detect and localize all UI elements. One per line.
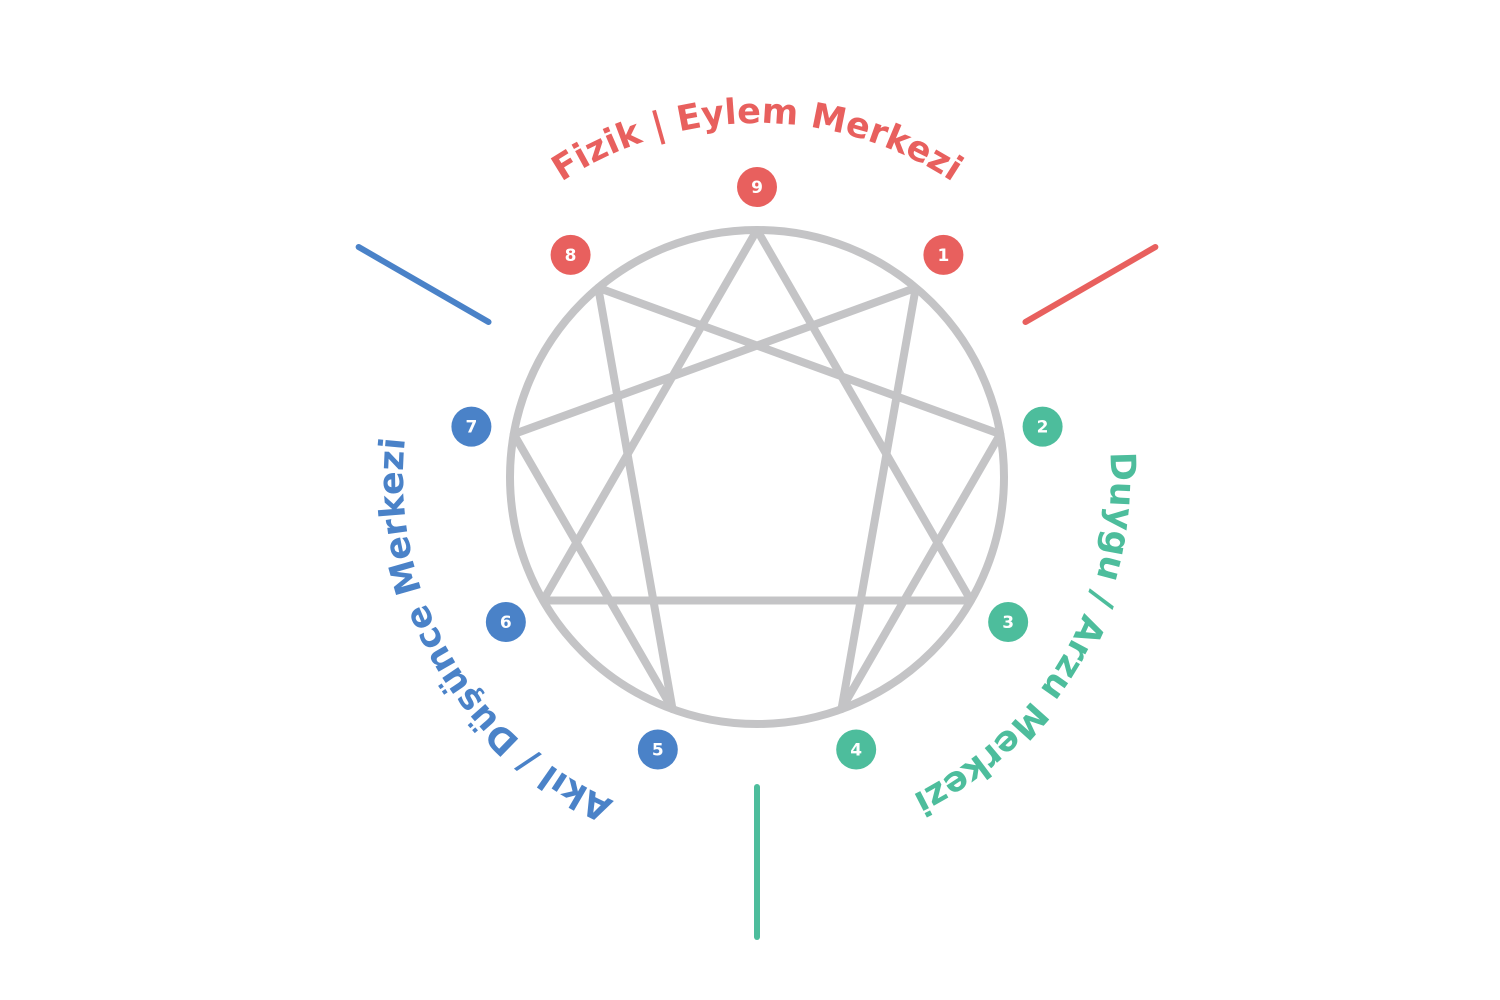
badge-number: 3	[1002, 613, 1014, 633]
badge-number: 9	[751, 178, 763, 198]
point-badge-4: 4	[836, 729, 877, 770]
badge-number: 7	[465, 418, 477, 438]
point-badge-8: 8	[550, 234, 591, 275]
inner-hexad	[509, 283, 1005, 714]
badge-number: 2	[1037, 418, 1049, 438]
center-dividers	[355, 244, 1159, 940]
badge-circle	[485, 602, 526, 642]
point-badge-3: 3	[988, 602, 1029, 642]
enneagram-figure	[506, 226, 1008, 728]
point-badge-7: 7	[451, 406, 492, 447]
badge-circle	[923, 234, 964, 275]
point-badge-2: 2	[1022, 406, 1063, 447]
point-badges: 9 1 2 3 4 5 6 7 8	[451, 167, 1063, 770]
badge-number: 6	[500, 613, 512, 633]
badge-circle	[836, 729, 877, 770]
point-badge-9: 9	[737, 167, 777, 207]
badge-number: 8	[565, 246, 577, 266]
point-badge-6: 6	[485, 602, 526, 642]
outer-circle	[506, 226, 1008, 728]
badge-circle	[737, 167, 777, 207]
divider-head-body	[355, 244, 492, 325]
badge-circle	[988, 602, 1029, 642]
badge-number: 1	[937, 246, 949, 266]
badge-circle	[1022, 406, 1063, 447]
inner-triangle	[539, 228, 975, 605]
badge-circle	[637, 729, 678, 770]
divider-body-heart	[1022, 244, 1159, 325]
point-badge-1: 1	[923, 234, 964, 275]
badge-circle	[550, 234, 591, 275]
badge-number: 5	[652, 741, 664, 761]
point-badge-5: 5	[637, 729, 678, 770]
badge-circle	[451, 406, 492, 447]
badge-number: 4	[850, 741, 862, 761]
